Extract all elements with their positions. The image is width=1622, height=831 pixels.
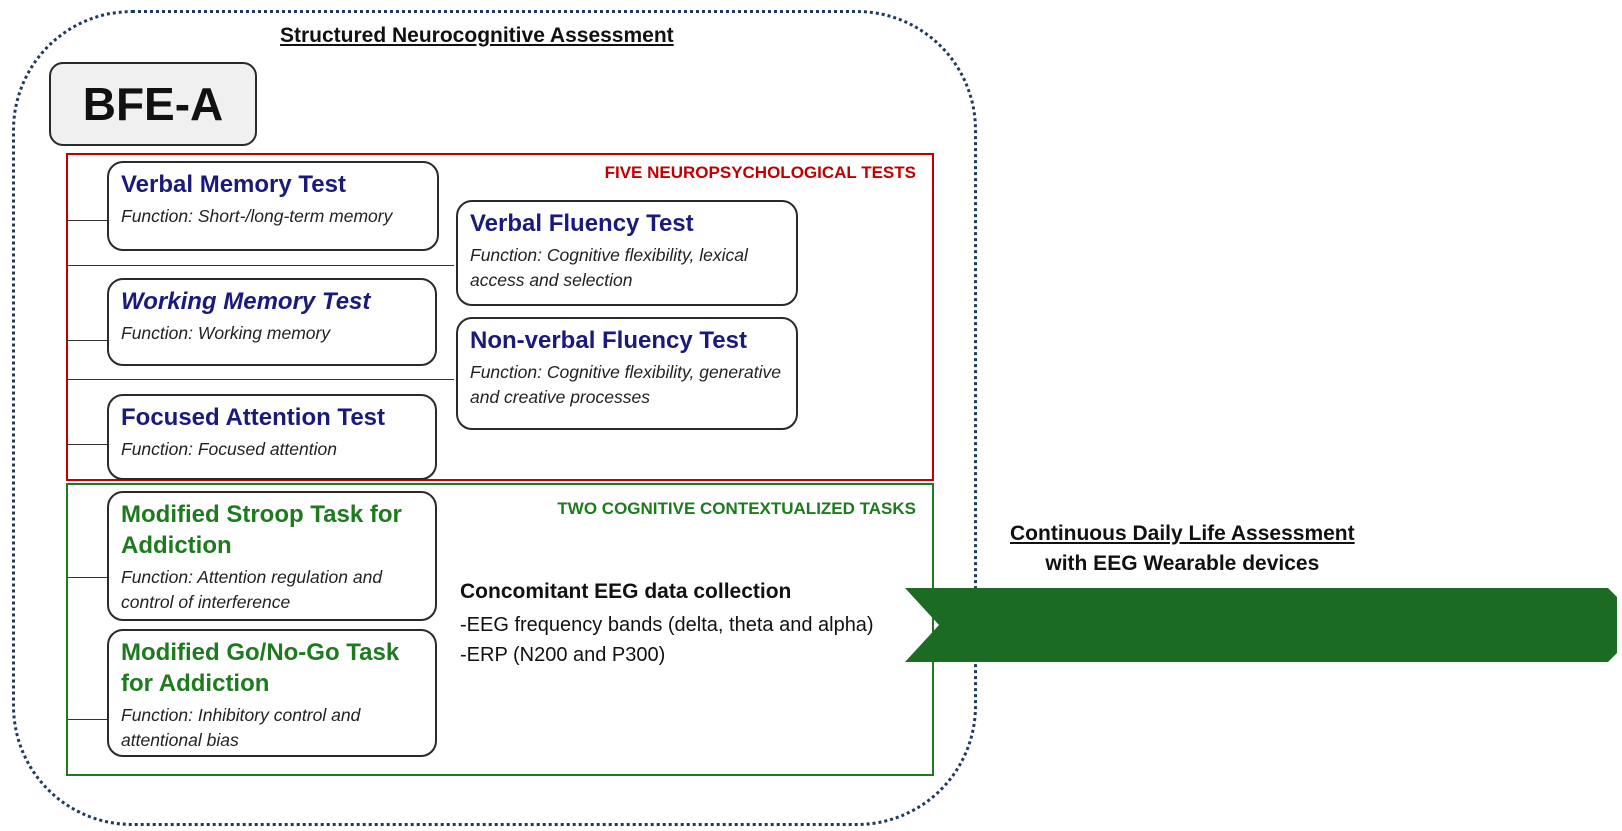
contextualized-tasks-box: TWO COGNITIVE CONTEXTUALIZED TASKS (66, 483, 934, 776)
test-function: Function: Focused attention (121, 439, 337, 460)
test-card-working-memory: Working Memory Test Function: Working me… (107, 278, 437, 366)
test-card-nonverbal-fluency: Non-verbal Fluency Test Function: Cognit… (456, 317, 798, 430)
connector-line (66, 444, 110, 445)
chevron-arrows (905, 588, 1617, 662)
continuous-subtitle: with EEG Wearable devices (1045, 552, 1320, 575)
bfe-a-badge: BFE-A (49, 62, 257, 146)
test-card-verbal-memory: Verbal Memory Test Function: Short-/long… (107, 161, 439, 251)
chevron-arrow-2 (1138, 588, 1415, 662)
task-card-go-no-go: Modified Go/No-Go Task for Addiction Fun… (107, 629, 437, 757)
test-function: Function: Cognitive flexibility, lexical… (470, 245, 748, 290)
test-name: Verbal Memory Test (121, 171, 346, 198)
continuous-assessment-label: Continuous Daily Life Assessment with EE… (1010, 522, 1355, 576)
connector-line (66, 265, 454, 266)
task-card-stroop: Modified Stroop Task for Addiction Funct… (107, 491, 437, 621)
connector-line (66, 577, 110, 578)
test-name: Verbal Fluency Test (470, 210, 694, 237)
chevron-arrow-1 (905, 588, 1186, 662)
test-card-verbal-fluency: Verbal Fluency Test Function: Cognitive … (456, 200, 798, 306)
eeg-collection-note: Concomitant EEG data collection -EEG fre… (460, 580, 874, 670)
task-name: Modified Go/No-Go Task for Addiction (121, 639, 400, 698)
eeg-heading: Concomitant EEG data collection (460, 580, 792, 603)
neuropsych-tests-box: FIVE NEUROPSYCHOLOGICAL TESTS (66, 153, 934, 481)
test-name: Non-verbal Fluency Test (470, 327, 747, 354)
test-name: Focused Attention Test (121, 404, 385, 431)
test-name: Working Memory Test (121, 288, 371, 315)
task-function: Function: Inhibitory control and attenti… (121, 705, 361, 750)
connector-line (66, 719, 110, 720)
connector-line (66, 340, 110, 341)
connector-line (66, 220, 110, 221)
continuous-title: Continuous Daily Life Assessment (1010, 522, 1355, 545)
test-function: Function: Short-/long-term memory (121, 206, 393, 227)
structured-assessment-frame (12, 10, 977, 826)
test-card-focused-attention: Focused Attention Test Function: Focused… (107, 394, 437, 480)
eeg-frequency-bands: -EEG frequency bands (delta, theta and a… (460, 614, 874, 636)
chevron-arrow-3 (1368, 588, 1617, 662)
diagram-title: Structured Neurocognitive Assessment (280, 24, 674, 47)
section-label-contextualized: TWO COGNITIVE CONTEXTUALIZED TASKS (557, 499, 916, 518)
eeg-erp: -ERP (N200 and P300) (460, 644, 666, 666)
connector-line (66, 379, 454, 380)
section-label-neuropsych: FIVE NEUROPSYCHOLOGICAL TESTS (604, 163, 916, 182)
task-function: Function: Attention regulation and contr… (121, 567, 383, 612)
test-function: Function: Working memory (121, 323, 331, 344)
test-function: Function: Cognitive flexibility, generat… (470, 362, 781, 407)
task-name: Modified Stroop Task for Addiction (121, 501, 402, 560)
